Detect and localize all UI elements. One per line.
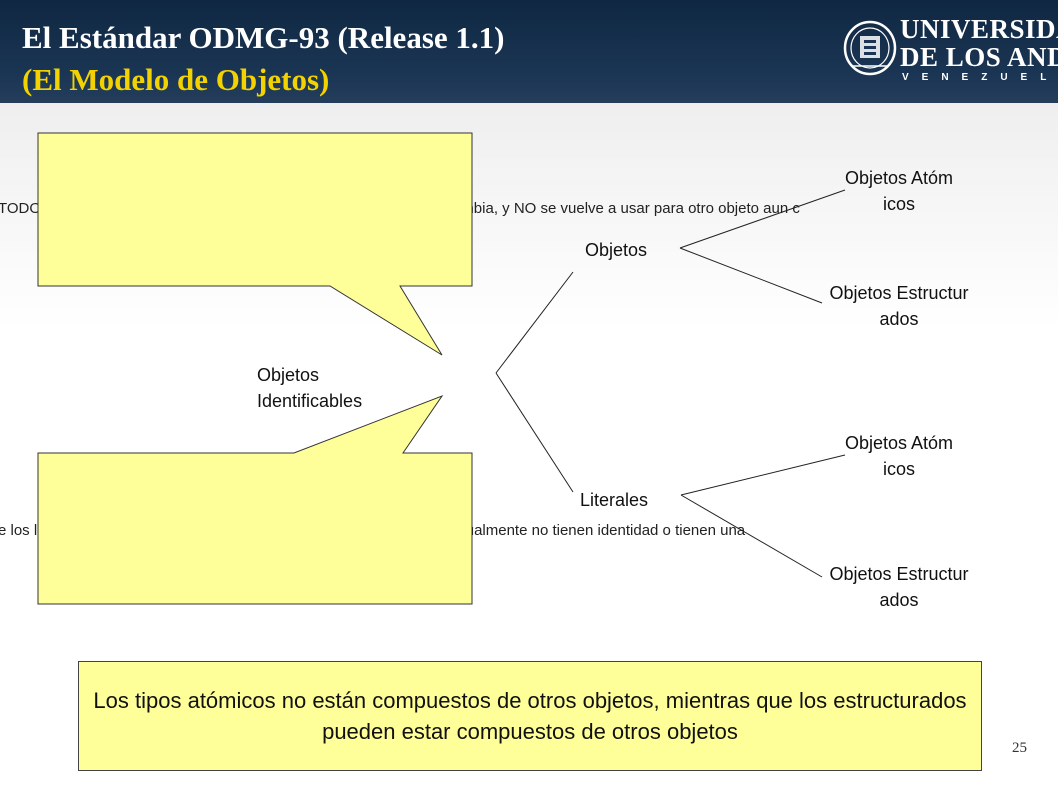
slide-title: El Estándar ODMG-93 (Release 1.1) (22, 20, 505, 55)
node-objetos-identificables: Objetos Identificables (257, 365, 363, 411)
connector-literales-atomicos (680, 454, 846, 496)
note-text: Los tipos atómicos no están compuestos d… (93, 688, 967, 744)
node-objetos-atomicos: Objetos Atómicos (844, 168, 954, 214)
logo-line-venezuela: VENEZUELA (902, 72, 1058, 83)
slide-subtitle: (El Modelo de Objetos) (22, 62, 330, 97)
node-literales-estructurados: Objetos Estructurados (829, 564, 969, 610)
node-literales-atomicos: Objetos Atómicos (844, 433, 954, 479)
connector-objetos-atomicos (679, 189, 846, 249)
node-objetos-estructurados: Objetos Estructurados (829, 283, 969, 329)
note-box: Los tipos atómicos no están compuestos d… (78, 661, 982, 771)
page-number: 25 (1012, 740, 1027, 756)
connector-objetos-estructurados (679, 247, 823, 304)
connector-root-literales (495, 372, 574, 493)
connector-literales-estructurados (680, 494, 823, 578)
callout-bottom-shape (37, 394, 473, 605)
university-seal-icon (843, 20, 897, 76)
header-band: El Estándar ODMG-93 (Release 1.1) (El Mo… (0, 0, 1058, 103)
node-objetos: Objetos (585, 240, 648, 260)
callout-top-shape (37, 132, 473, 356)
node-literales: Literales (580, 490, 649, 510)
university-logo: UNIVERSIDAD DE LOS ANDES VENEZUELA (842, 14, 1058, 84)
logo-line-universidad: UNIVERSIDAD (900, 14, 1058, 44)
logo-line-de-los-andes: DE LOS ANDES (900, 42, 1058, 72)
connector-root-objetos (495, 271, 574, 374)
